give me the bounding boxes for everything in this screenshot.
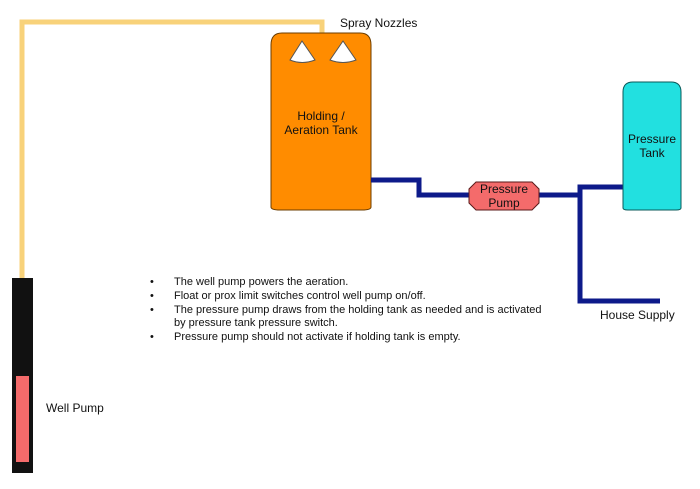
note-item: The pressure pump draws from the holding…	[146, 304, 546, 330]
pressure-pump-label: Pressure Pump	[469, 182, 539, 210]
pressure-tank-label-line2: Tank	[639, 146, 665, 160]
pressure-tank-label: Pressure Tank	[623, 132, 681, 160]
water-pipe-pump-to-pressure-tank	[537, 184, 623, 198]
spray-nozzles-label: Spray Nozzles	[340, 16, 418, 30]
spray-nozzle-right-icon	[329, 40, 357, 63]
well-supply-pipe	[19, 19, 325, 280]
note-item: Float or prox limit switches control wel…	[146, 290, 546, 303]
pressure-tank-label-line1: Pressure	[627, 132, 677, 146]
notes-list: The well pump powers the aeration. Float…	[146, 276, 546, 345]
well-pump	[16, 376, 29, 462]
pressure-pump	[468, 181, 540, 211]
holding-tank-label-line2: Aeration Tank	[284, 123, 358, 137]
pressure-tank	[622, 81, 682, 211]
note-item: The well pump powers the aeration.	[146, 276, 546, 289]
note-item: Pressure pump should not activate if hol…	[146, 331, 546, 344]
spray-nozzle-left-icon	[289, 40, 316, 63]
house-supply-label: House Supply	[600, 308, 675, 322]
holding-tank-label-line1: Holding /	[297, 109, 345, 123]
house-supply-pipe	[577, 195, 660, 304]
water-pipe-tank-to-pump	[371, 177, 470, 198]
holding-tank-label: Holding / Aeration Tank	[271, 109, 371, 137]
pressure-pump-label-line1: Pressure	[479, 182, 529, 196]
pressure-pump-label-line2: Pump	[488, 196, 520, 210]
holding-tank	[270, 32, 372, 211]
well-pump-label: Well Pump	[46, 401, 104, 415]
